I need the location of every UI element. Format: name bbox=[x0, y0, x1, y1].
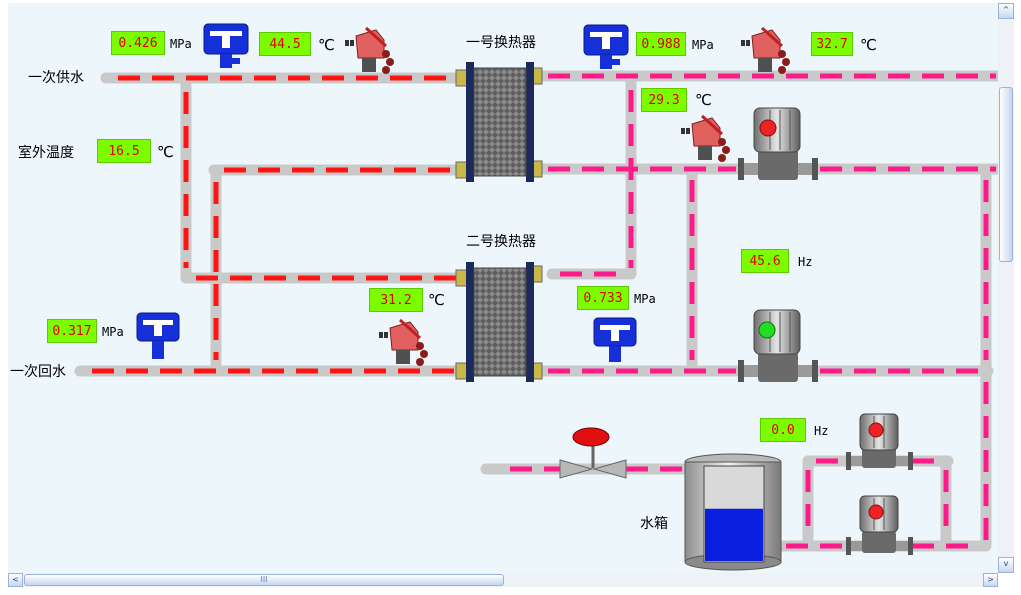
temperature-sensor-icon bbox=[345, 26, 394, 74]
primary-supply-label: 一次供水 bbox=[28, 70, 84, 86]
outdoor-temp-label: 室外温度 bbox=[18, 145, 74, 161]
return-pressure-value: 0.317 bbox=[47, 319, 97, 343]
pump-status-light bbox=[759, 119, 777, 137]
secondary-supply-temp-value: 32.7 bbox=[811, 32, 853, 56]
temp-unit: ℃ bbox=[428, 291, 445, 309]
pump-status-light bbox=[758, 321, 776, 339]
heat-exchanger-1-label: 一号换热器 bbox=[466, 35, 536, 51]
pump-frequency-value: 45.6 bbox=[741, 249, 789, 273]
heat-exchanger-2-label: 二号换热器 bbox=[466, 234, 536, 250]
pump-2-icon[interactable] bbox=[738, 309, 818, 382]
secondary-supply-pressure-value: 0.988 bbox=[636, 32, 686, 56]
water-tank-icon bbox=[684, 453, 782, 571]
pressure-transmitter-icon bbox=[203, 23, 249, 68]
scroll-down-button[interactable]: v bbox=[998, 557, 1014, 573]
temp-unit: ℃ bbox=[695, 91, 712, 109]
pressure-unit: MPa bbox=[634, 292, 656, 306]
temperature-sensor-icon bbox=[379, 318, 428, 366]
pump-status-light bbox=[868, 422, 884, 438]
return-temp-value: 31.2 bbox=[369, 288, 423, 312]
scroll-right-button[interactable]: > bbox=[983, 573, 998, 587]
water-tank-label: 水箱 bbox=[640, 516, 668, 532]
pump-status-light bbox=[868, 504, 884, 520]
temperature-sensor-icon bbox=[681, 114, 730, 162]
secondary-flow-dashes bbox=[510, 73, 996, 549]
heat-exchanger-2-icon[interactable] bbox=[455, 262, 543, 382]
pressure-unit: MPa bbox=[692, 38, 714, 52]
frequency-unit: Hz bbox=[814, 424, 829, 438]
heat-exchanger-1-icon[interactable] bbox=[455, 62, 543, 182]
pump-1-icon[interactable] bbox=[738, 107, 818, 180]
tank-water-level bbox=[705, 508, 763, 561]
pressure-transmitter-icon bbox=[593, 317, 637, 362]
pressure-transmitter-icon bbox=[136, 312, 180, 359]
frequency-unit: Hz bbox=[798, 255, 813, 269]
pressure-unit: MPa bbox=[170, 37, 192, 51]
pressure-transmitter-icon bbox=[583, 24, 629, 69]
pump-4-icon[interactable] bbox=[846, 495, 913, 555]
temp-unit: ℃ bbox=[860, 36, 877, 54]
scroll-up-button[interactable]: ^ bbox=[998, 3, 1014, 19]
scroll-left-button[interactable]: < bbox=[8, 573, 23, 587]
pump-3-icon[interactable] bbox=[846, 413, 913, 470]
secondary-return-pressure-value: 0.733 bbox=[577, 286, 629, 310]
temp-unit: ℃ bbox=[318, 36, 335, 54]
supply-pressure-value: 0.426 bbox=[111, 31, 165, 55]
makeup-pump-frequency-value: 0.0 bbox=[760, 418, 806, 442]
horizontal-scrollbar[interactable]: < III > bbox=[8, 573, 998, 587]
vertical-scroll-thumb[interactable] bbox=[999, 87, 1013, 262]
temp-unit: ℃ bbox=[157, 143, 174, 161]
horizontal-scroll-thumb[interactable]: III bbox=[24, 574, 504, 586]
supply-temp-value: 44.5 bbox=[259, 32, 311, 56]
primary-return-label: 一次回水 bbox=[10, 364, 66, 380]
primary-flow-dashes bbox=[92, 75, 456, 374]
temperature-sensor-icon bbox=[741, 26, 790, 74]
scroll-thumb-grip: III bbox=[260, 575, 268, 584]
outdoor-temp-value: 16.5 bbox=[97, 139, 151, 163]
makeup-valve-icon[interactable] bbox=[559, 427, 627, 479]
pressure-unit: MPa bbox=[102, 325, 124, 339]
vertical-scrollbar[interactable]: ^ v bbox=[998, 3, 1014, 573]
secondary-return-temp-value: 29.3 bbox=[641, 88, 687, 112]
